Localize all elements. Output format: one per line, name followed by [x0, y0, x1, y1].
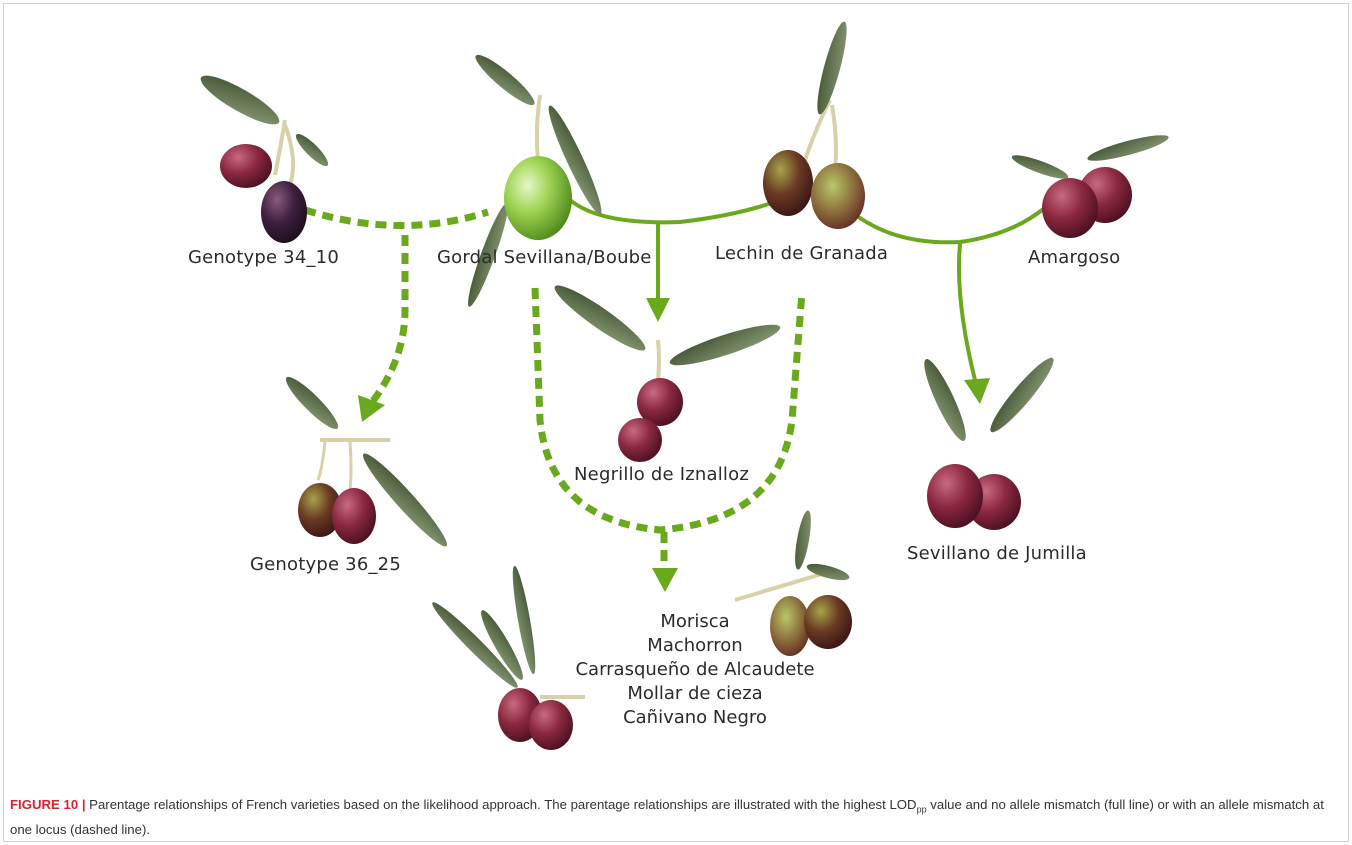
node-label-negrillo: Negrillo de Iznalloz [574, 464, 749, 485]
caption-text: Parentage relationships of French variet… [86, 797, 917, 812]
solid-lines [570, 200, 1042, 380]
figure-label: FIGURE 10 | [10, 797, 86, 812]
offspring-item: Mollar de cieza [560, 682, 830, 706]
node-label-genotype-36_25: Genotype 36_25 [250, 554, 401, 575]
offspring-item: Morisca [560, 610, 830, 634]
arrow-sevillano [964, 378, 990, 404]
caption-subscript: pp [917, 805, 927, 815]
arrow-negrillo [646, 298, 670, 322]
offspring-item: Carrasqueño de Alcaudete [560, 658, 830, 682]
dashed-line-to-genotype-36_25 [370, 235, 405, 405]
node-label-lechin: Lechin de Granada [715, 243, 888, 264]
dashed-line-34_10-gordal [305, 210, 488, 226]
solid-line-to-sevillano [959, 244, 975, 380]
offspring-item: Cañivano Negro [560, 706, 830, 730]
node-label-genotype-34_10: Genotype 34_10 [188, 247, 339, 268]
node-label-gordal: Gordal Sevillana/Boube [437, 247, 652, 268]
olive-cluster-lechin [763, 20, 865, 229]
node-label-sevillano: Sevillano de Jumilla [907, 543, 1087, 564]
figure-caption: FIGURE 10 | Parentage relationships of F… [10, 795, 1342, 839]
arrow-offspring [652, 568, 678, 592]
offspring-list: Morisca Machorron Carrasqueño de Alcaude… [560, 610, 830, 730]
olive-cluster-amargoso [1010, 130, 1171, 238]
olive-cluster-genotype-34_10 [196, 68, 332, 243]
olive-cluster-gordal [463, 49, 608, 309]
olive-cluster-negrillo [549, 278, 783, 462]
node-label-amargoso: Amargoso [1028, 247, 1120, 268]
solid-line-gordal-lechin [570, 200, 780, 222]
solid-line-lechin-amargoso [860, 210, 1042, 242]
offspring-item: Machorron [560, 634, 830, 658]
